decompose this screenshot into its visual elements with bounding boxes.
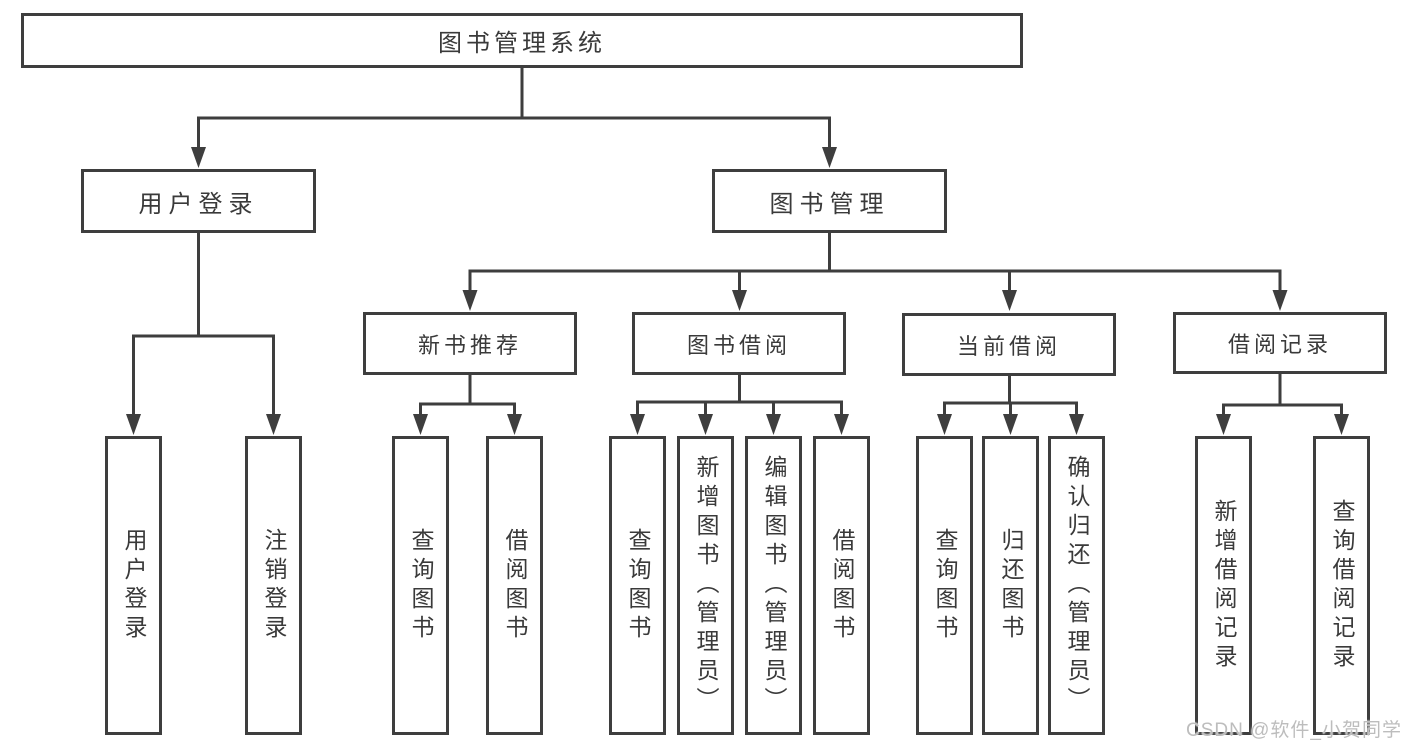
leaf-label: 查询借阅记录 <box>1329 498 1355 673</box>
leaf-label: 查询图书 <box>932 527 958 644</box>
leaf-user-login: 用户登录 <box>105 436 162 735</box>
leaf-label: 借阅图书 <box>502 527 528 644</box>
node-label: 借阅记录 <box>1227 332 1332 357</box>
leaf-label: 用户登录 <box>121 527 147 644</box>
node-label: 图书借阅 <box>686 332 791 358</box>
node-new-book-recommendation: 新书推荐 <box>363 312 577 375</box>
leaf-query-books-current: 查询图书 <box>916 436 973 735</box>
leaf-label: 新增借阅记录 <box>1211 498 1237 673</box>
node-label: 图书管理系统 <box>438 30 606 57</box>
leaf-label: 编辑图书（管理员） <box>761 455 787 716</box>
node-book-borrowing: 图书借阅 <box>632 312 846 375</box>
leaf-label: 确认归还（管理员） <box>1064 455 1090 716</box>
leaf-label: 查询图书 <box>625 527 651 644</box>
leaf-add-borrow-record: 新增借阅记录 <box>1195 436 1252 735</box>
leaf-logout: 注销登录 <box>245 436 302 735</box>
leaf-query-borrow-record: 查询借阅记录 <box>1313 436 1370 735</box>
node-user-login: 用户登录 <box>81 169 316 233</box>
leaf-label: 注销登录 <box>261 527 287 644</box>
leaf-borrow-books: 借阅图书 <box>813 436 870 735</box>
node-label: 用户登录 <box>138 190 259 218</box>
node-book-management: 图书管理 <box>712 169 947 233</box>
node-label: 当前借阅 <box>956 333 1061 359</box>
leaf-add-books-admin: 新增图书（管理员） <box>677 436 734 735</box>
csdn-watermark: CSDN @软件_小贺同学 <box>1186 720 1402 741</box>
leaf-label: 借阅图书 <box>829 527 855 644</box>
leaf-confirm-return-admin: 确认归还（管理员） <box>1048 436 1105 735</box>
leaf-edit-books-admin: 编辑图书（管理员） <box>745 436 802 735</box>
leaf-borrow-books-recommend: 借阅图书 <box>486 436 543 735</box>
leaf-query-books-borrow: 查询图书 <box>609 436 666 735</box>
node-label: 图书管理 <box>769 190 890 218</box>
leaf-label: 查询图书 <box>408 527 434 644</box>
node-label: 新书推荐 <box>417 332 522 358</box>
leaf-return-books: 归还图书 <box>982 436 1039 735</box>
node-borrowing-records: 借阅记录 <box>1173 312 1387 374</box>
node-current-borrowing: 当前借阅 <box>902 313 1116 376</box>
leaf-label: 归还图书 <box>998 527 1024 644</box>
node-library-management-system: 图书管理系统 <box>21 13 1023 68</box>
leaf-label: 新增图书（管理员） <box>693 455 719 716</box>
leaf-query-books-recommend: 查询图书 <box>392 436 449 735</box>
